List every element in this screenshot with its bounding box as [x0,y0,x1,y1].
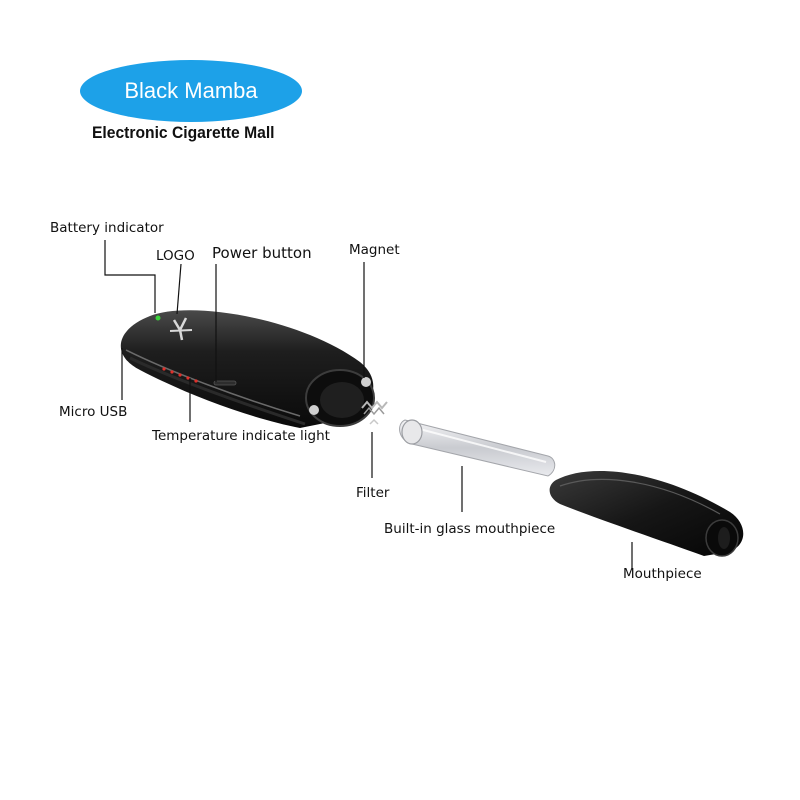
brand-logo-oval: Black Mamba [80,60,302,122]
mouthpiece-cap-part [549,470,744,557]
label-battery-indicator: Battery indicator [50,220,164,236]
label-micro-usb: Micro USB [59,404,128,420]
logo-line [176,263,182,315]
glass-mouthpiece-part [399,419,556,477]
label-filter: Filter [356,485,390,501]
brand-tagline: Electronic Cigarette Mall [92,123,275,142]
label-mouthpiece: Mouthpiece [623,566,702,582]
device-body [120,310,375,428]
label-power-button: Power button [212,244,312,262]
battery-indicator-light [155,315,161,321]
battery-indicator-line [104,240,156,313]
label-magnet: Magnet [349,242,400,258]
filter-part [361,400,388,425]
callout-lines [104,240,633,568]
device-front-opening [305,369,375,427]
device-logo-mark [169,317,193,341]
magnet-dot [361,377,371,387]
label-temperature-light: Temperature indicate light [152,428,330,444]
label-glass-mouthpiece: Built-in glass mouthpiece [384,521,556,537]
brand-name: Black Mamba [124,78,258,103]
power-button [213,380,237,386]
temperature-lights [162,367,198,383]
label-logo: LOGO [156,248,195,264]
